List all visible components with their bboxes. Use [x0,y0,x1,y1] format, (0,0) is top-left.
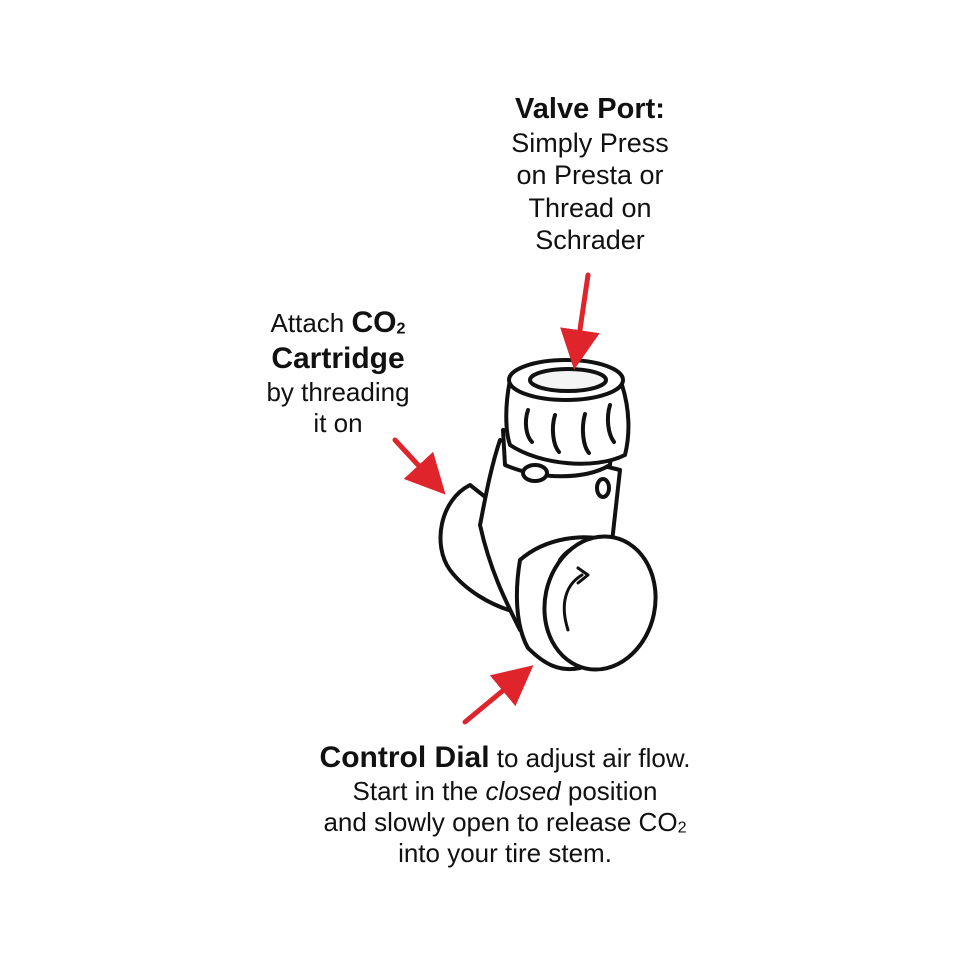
valve-port-callout: Valve Port: Simply Press on Presta or Th… [470,92,710,256]
co2-line-4: it on [313,408,363,439]
dial-line-4: into your tire stem. [398,838,612,869]
dial-line-2-em: closed [485,776,561,806]
valve-port-title: Valve Port: [515,93,665,125]
valve-port-line-1: Simply Press [511,127,669,158]
co2-inflator-drawing [438,358,658,672]
control-dial-callout: Control Dial to adjust air flow. Start i… [250,740,760,870]
valve-port-line-4: Schrader [535,224,645,255]
co2-cartridge-arrow [392,437,446,495]
dial-direction-arrow [562,573,584,632]
valve-port-arrow [560,272,600,370]
callout-arrows [392,272,600,725]
valve-port-line-3: Thread on [528,192,652,223]
valve-port-line-2: on Presta or [516,160,664,191]
co2-prefix: Attach [270,308,352,338]
dial-line-2-pre: Start in the [352,776,486,806]
dial-line-2: Start in the closed position [250,776,760,807]
co2-bold: CO [351,306,397,339]
dial-line-1: Control Dial to adjust air flow. [250,740,760,776]
co2-cartridge-callout: Attach CO2 Cartridge by threading it on [218,305,458,439]
valve-bore [528,367,608,393]
dial-line-3-pre: and slowly open to release CO [323,807,678,838]
control-dial-arrow [462,665,534,725]
dial-line-1-rest: to adjust air flow. [489,743,691,773]
dial-title: Control Dial [319,741,490,774]
valve-head [504,378,631,466]
co2-line-3: by threading [266,377,410,407]
dial-line-3-sub: 2 [677,818,687,837]
dial-line-2-post: position [560,776,658,806]
co2-line-1: Attach CO2 [218,305,458,341]
inflator-body [478,438,622,632]
co2-cartridge-word: Cartridge [271,342,405,375]
dial-line-3: and slowly open to release CO2 [250,807,760,838]
co2-subscript: 2 [396,319,406,338]
control-dial-cap [542,534,658,672]
